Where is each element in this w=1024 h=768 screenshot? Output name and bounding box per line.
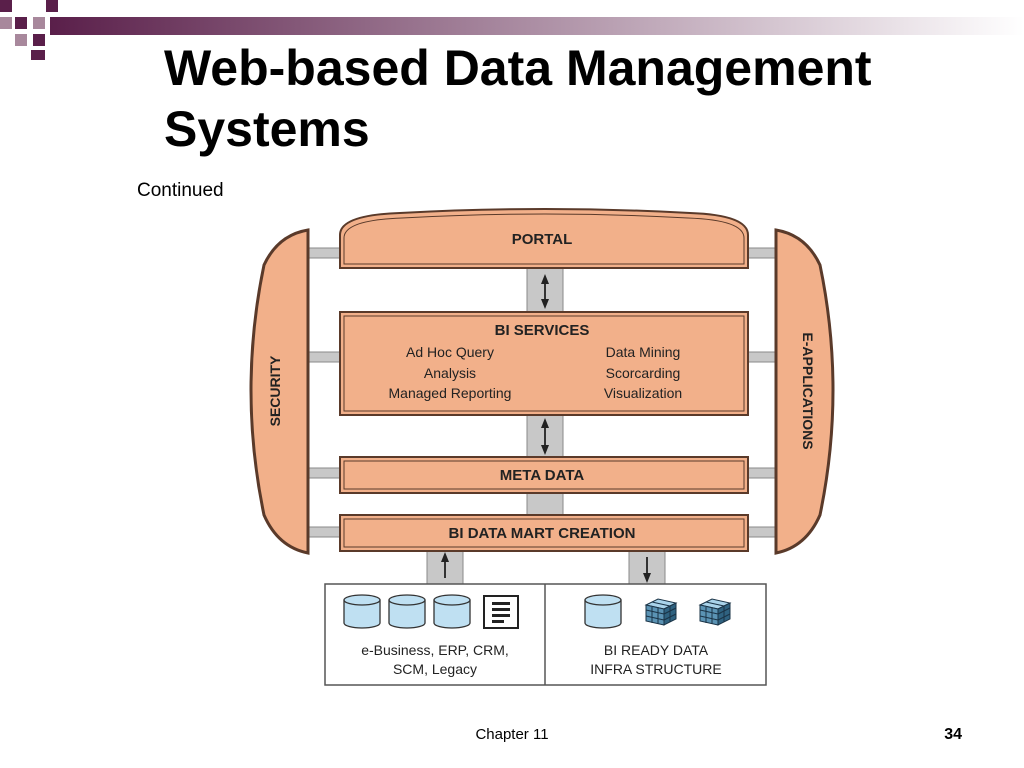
connector-arrows — [441, 274, 651, 583]
sources-label-line-2: SCM, Legacy — [393, 661, 477, 677]
database-icon — [388, 594, 426, 629]
bi-data-mart-creation-box: BI DATA MART CREATION — [339, 514, 749, 552]
bi-architecture-diagram: SECURITY E-APPLICATIONS PORTAL BI SERVIC… — [249, 208, 835, 686]
bi-service-managed-reporting: Managed Reporting — [389, 385, 512, 401]
data-sources-box: e-Business, ERP, CRM, SCM, Legacy BI REA… — [324, 583, 767, 686]
bi-services-box: BI SERVICES Ad Hoc Query Analysis Manage… — [339, 311, 749, 416]
bi-ready-label-line-2: INFRA STRUCTURE — [590, 661, 721, 677]
e-applications-label: E-APPLICATIONS — [800, 332, 816, 449]
meta-data-label: META DATA — [500, 467, 585, 484]
bi-data-mart-creation-label: BI DATA MART CREATION — [449, 525, 636, 542]
database-icon — [584, 594, 622, 629]
portal-box: PORTAL — [339, 208, 749, 269]
bi-ready-label-line-1: BI READY DATA — [604, 642, 709, 658]
bi-service-analysis: Analysis — [424, 365, 476, 381]
title-line-2: Systems — [164, 101, 370, 157]
database-icon — [343, 594, 381, 629]
data-cube-icon — [698, 598, 732, 626]
data-cube-icon — [644, 598, 678, 626]
bi-service-data-mining: Data Mining — [606, 344, 681, 360]
portal-label: PORTAL — [512, 231, 573, 248]
slide-title: Web-based Data Management Systems — [164, 38, 872, 160]
title-line-1: Web-based Data Management — [164, 40, 872, 96]
decorative-logo-squares — [0, 0, 1024, 60]
footer-chapter: Chapter 11 — [475, 726, 549, 743]
security-pillar: SECURITY — [249, 228, 310, 555]
bi-service-ad-hoc-query: Ad Hoc Query — [406, 344, 494, 360]
e-applications-pillar: E-APPLICATIONS — [774, 228, 835, 555]
bi-service-visualization: Visualization — [604, 385, 682, 401]
bi-service-scorcarding: Scorcarding — [606, 365, 681, 381]
subtitle: Continued — [137, 180, 224, 201]
sources-label-line-1: e-Business, ERP, CRM, — [361, 642, 509, 658]
page-number: 34 — [944, 726, 962, 743]
meta-data-box: META DATA — [339, 456, 749, 494]
document-icon — [483, 595, 519, 629]
database-icon — [433, 594, 471, 629]
security-label: SECURITY — [267, 355, 283, 426]
bi-services-heading: BI SERVICES — [495, 322, 590, 339]
